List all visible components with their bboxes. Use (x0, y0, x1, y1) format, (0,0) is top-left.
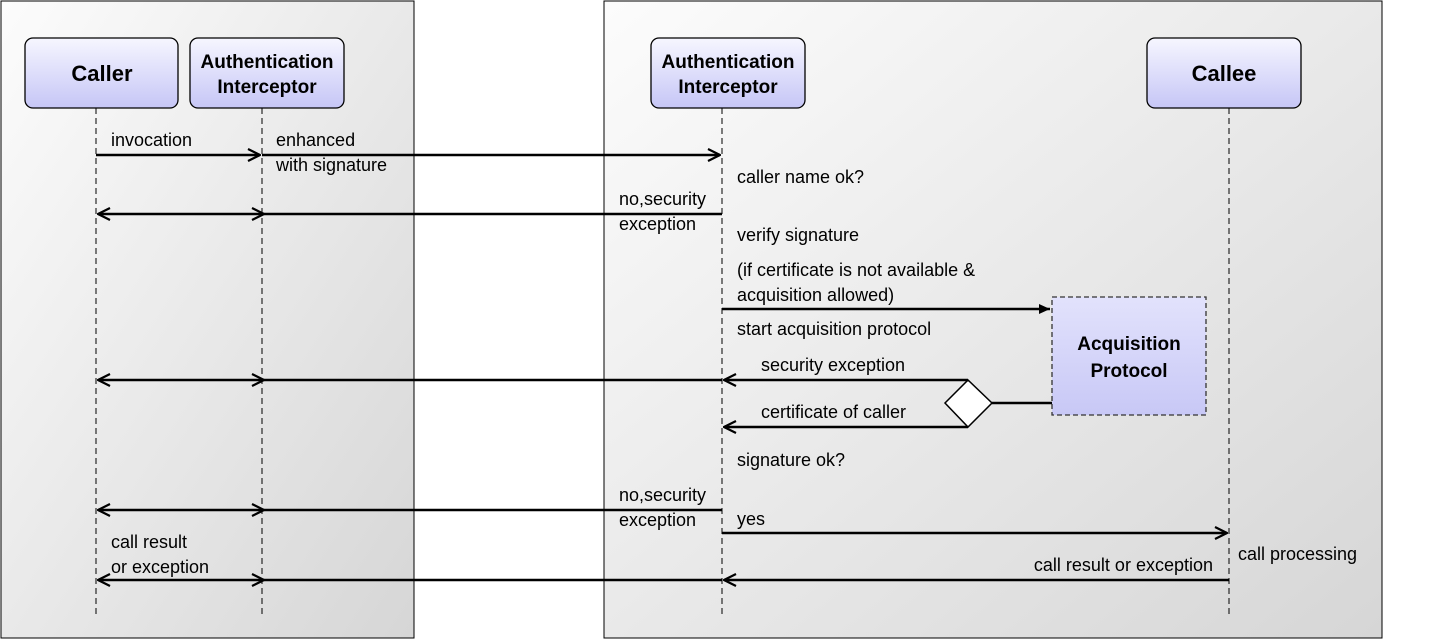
label-if-certificate-2: acquisition allowed) (737, 285, 894, 305)
label-no-security-1b: exception (619, 214, 696, 234)
participant-callee-label: Callee (1192, 61, 1257, 86)
label-yes: yes (737, 509, 765, 529)
participant-auth-left-label-2: Interceptor (217, 77, 317, 98)
label-security-exception: security exception (761, 355, 905, 375)
label-verify-signature: verify signature (737, 225, 859, 245)
participant-auth-right: Authentication Interceptor (650, 37, 806, 109)
label-if-certificate-1: (if certificate is not available & (737, 260, 975, 280)
label-caller-name-ok: caller name ok? (737, 167, 864, 187)
participant-auth-right-label-2: Interceptor (678, 77, 778, 98)
label-no-security-2b: exception (619, 510, 696, 530)
participant-caller-label: Caller (71, 61, 133, 86)
label-enhanced-1: enhanced (276, 130, 355, 150)
label-invocation: invocation (111, 130, 192, 150)
acquisition-label-2: Protocol (1090, 361, 1167, 382)
label-call-result-right: call result or exception (1034, 555, 1213, 575)
participant-callee: Callee (1146, 37, 1302, 109)
label-call-processing: call processing (1238, 544, 1357, 564)
participant-caller: Caller (24, 37, 179, 109)
participant-auth-left: Authentication Interceptor (189, 37, 345, 109)
decision-diamond (943, 378, 994, 429)
participant-auth-left-label-1: Authentication (201, 52, 334, 73)
participant-auth-right-label-1: Authentication (662, 52, 795, 73)
label-no-security-2a: no,security (619, 485, 706, 505)
label-no-security-1a: no,security (619, 189, 706, 209)
label-call-result-left-2: or exception (111, 557, 209, 577)
label-signature-ok: signature ok? (737, 450, 845, 470)
acquisition-protocol-box: Acquisition Protocol (1051, 296, 1207, 416)
acquisition-label-1: Acquisition (1077, 334, 1180, 355)
label-start-acquisition: start acquisition protocol (737, 319, 931, 339)
label-certificate-of-caller: certificate of caller (761, 402, 906, 422)
label-call-result-left-1: call result (111, 532, 187, 552)
label-enhanced-2: with signature (275, 155, 387, 175)
